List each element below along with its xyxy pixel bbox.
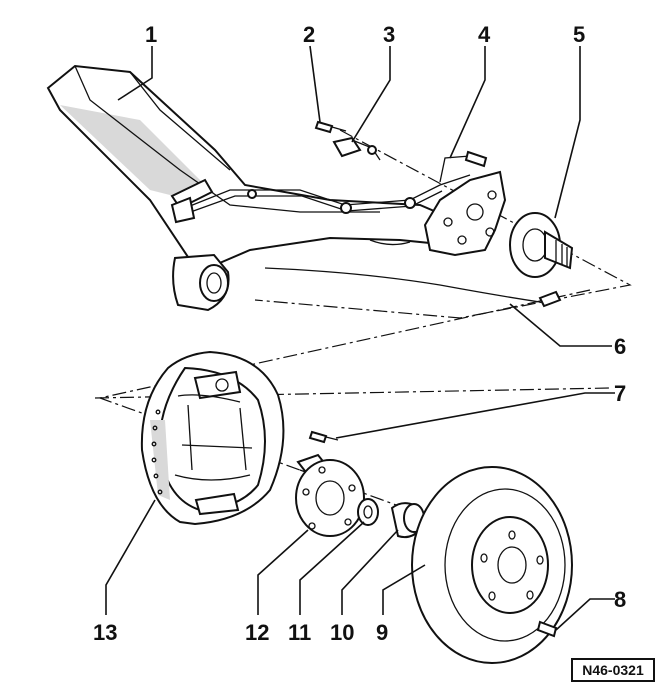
callout-11: 11 <box>288 620 311 645</box>
rear-axle-beam <box>46 64 457 312</box>
callout-6: 6 <box>614 334 626 359</box>
stub-axle-mounting-plate <box>423 170 507 257</box>
reference-code-label: N46-0321 <box>571 658 655 682</box>
brake-drum-part-9 <box>411 466 573 664</box>
handbrake-cable-part-6 <box>264 267 562 308</box>
callout-10: 10 <box>330 620 354 645</box>
callout-7: 7 <box>614 381 626 406</box>
brake-hose-part-4 <box>439 150 488 183</box>
callout-4: 4 <box>478 22 491 47</box>
wheel-hub-part-12 <box>295 453 365 537</box>
brake-backplate-assembly-part-13 <box>140 350 285 526</box>
bracket-part-3 <box>332 136 381 161</box>
callout-9: 9 <box>376 620 388 645</box>
bolt-part-7 <box>308 430 339 444</box>
hub-nut-part-11 <box>357 498 379 526</box>
callout-2: 2 <box>303 22 315 47</box>
callout-1: 1 <box>145 22 157 47</box>
screw-part-8 <box>536 620 558 638</box>
callout-labels: 1 2 3 4 5 6 7 8 9 10 11 12 13 <box>93 22 626 645</box>
callout-3: 3 <box>383 22 395 47</box>
callout-12: 12 <box>245 620 269 645</box>
brake-lines <box>170 174 471 224</box>
bolt-part-2 <box>314 120 347 134</box>
stub-axle-part-5 <box>509 212 574 278</box>
callout-8: 8 <box>614 587 626 612</box>
callout-5: 5 <box>573 22 585 47</box>
leader-lines <box>105 45 615 631</box>
callout-13: 13 <box>93 620 117 645</box>
